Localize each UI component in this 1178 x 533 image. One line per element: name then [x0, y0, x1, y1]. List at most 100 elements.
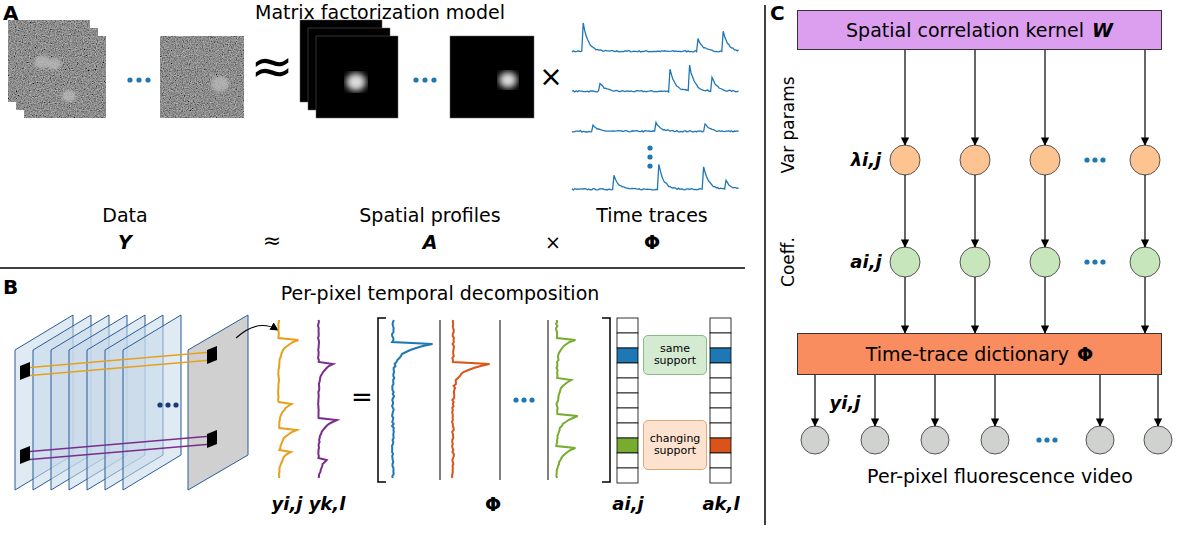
- arrow: [814, 375, 815, 426]
- node-text: Time-trace dictionary: [866, 344, 1069, 365]
- node-text: W: [1092, 20, 1113, 41]
- figure-label: ai,j: [850, 252, 881, 272]
- panel-letter: A: [3, 2, 18, 24]
- arrow: [974, 277, 975, 333]
- arrow: [1099, 375, 1100, 426]
- ellipsis-dot: [165, 402, 170, 407]
- vertical-trace: [452, 320, 490, 478]
- pixel-tube: [24, 436, 212, 452]
- pixel-observation: [1144, 426, 1172, 454]
- vector-cell: [617, 363, 638, 378]
- arrow: [904, 175, 905, 247]
- arrow: [934, 375, 935, 426]
- ellipsis-dot: [1092, 157, 1097, 162]
- vector-cell: [710, 378, 731, 393]
- vector-cell: [710, 423, 731, 438]
- figure-label: ai,j: [612, 494, 643, 514]
- arrow: [1144, 277, 1145, 333]
- pixel: [207, 346, 217, 364]
- vector-cell: [710, 333, 731, 348]
- ellipsis-dot: [1100, 259, 1105, 264]
- ellipsis-dot: [136, 77, 141, 82]
- arrow: [874, 375, 875, 426]
- panel-letter: C: [770, 2, 785, 24]
- vector-cell: [617, 468, 638, 483]
- figure-label: ×: [539, 62, 562, 93]
- figure-label: Per-pixel fluorescence video: [867, 466, 1133, 487]
- vector-cell: [710, 318, 731, 333]
- column-separator: [440, 320, 441, 480]
- vertical-trace: [278, 320, 298, 478]
- ellipsis-dot: [647, 163, 652, 168]
- pixel-observation: [921, 426, 949, 454]
- ellipsis-dot: [1036, 437, 1041, 442]
- pixel: [207, 430, 217, 448]
- current-frame: [188, 315, 248, 490]
- vector-cell: [710, 408, 731, 423]
- node-text: same support: [647, 343, 703, 367]
- figure-label: Data: [102, 205, 147, 226]
- figure-label: yi,j: [272, 494, 303, 514]
- figure-label: Var params: [779, 76, 798, 173]
- variational-param: [960, 145, 990, 175]
- cell-blob: [62, 90, 76, 102]
- vector-cell: [617, 438, 638, 453]
- column-separator: [500, 320, 501, 480]
- vector-cell: [710, 438, 731, 453]
- spatial-profile: [316, 36, 398, 118]
- variational-param: [1030, 145, 1060, 175]
- figure-label: λi,j: [851, 150, 882, 170]
- pixel-tube: [24, 444, 212, 460]
- pixel-observation: [861, 426, 889, 454]
- panel-letter: B: [3, 276, 18, 298]
- spatial-profile: [450, 36, 534, 118]
- data-frame: [160, 36, 244, 118]
- ellipsis-dot: [529, 397, 534, 402]
- coefficient: [960, 247, 990, 277]
- variational-param: [1130, 145, 1160, 175]
- time-trace: [572, 23, 739, 52]
- figure-label: Φ: [644, 232, 660, 253]
- arrow: [1144, 50, 1145, 145]
- arrow: [904, 277, 905, 333]
- ellipsis-dot: [647, 154, 652, 159]
- figure-label: Coeff.: [779, 237, 798, 287]
- ellipsis-dot: [422, 77, 427, 82]
- ellipsis-dot: [513, 397, 518, 402]
- column-separator: [548, 320, 549, 480]
- figure-label: Spatial profiles: [359, 205, 500, 226]
- profile-blob: [346, 73, 366, 91]
- profile-frame: [450, 36, 534, 118]
- figure-label: Per-pixel temporal decomposition: [281, 283, 600, 304]
- arrow: [974, 50, 975, 145]
- time-trace: [572, 122, 739, 132]
- support-box: same support: [643, 335, 707, 375]
- figure-label: ak,l: [702, 494, 739, 514]
- figure-label: A: [423, 232, 438, 253]
- frame-noise: [160, 36, 244, 118]
- figure-label: =: [351, 383, 373, 412]
- figure-label: Φ: [485, 494, 501, 515]
- ellipsis-dot: [173, 402, 178, 407]
- pixel-tube: [24, 360, 212, 376]
- figure-label: ≈: [263, 229, 281, 253]
- ellipsis-dot: [145, 77, 150, 82]
- cell-blob: [211, 76, 229, 91]
- vector-cell: [710, 393, 731, 408]
- ellipsis-dot: [1092, 259, 1097, 264]
- support-box: changing support: [643, 420, 707, 470]
- vector-cell: [617, 453, 638, 468]
- arrow: [904, 50, 905, 145]
- arrow: [1157, 375, 1158, 426]
- time-trace: [572, 65, 739, 92]
- ellipsis-dot: [413, 77, 418, 82]
- ellipsis-dot: [1052, 437, 1057, 442]
- vector-cell: [617, 393, 638, 408]
- ellipsis-dot: [1100, 157, 1105, 162]
- panel-c-illustration: [801, 145, 1172, 454]
- video-frame: [123, 315, 181, 490]
- ellipsis-dot: [1084, 157, 1089, 162]
- node-text: Φ: [1077, 344, 1093, 365]
- pointer-arrow: [236, 326, 278, 339]
